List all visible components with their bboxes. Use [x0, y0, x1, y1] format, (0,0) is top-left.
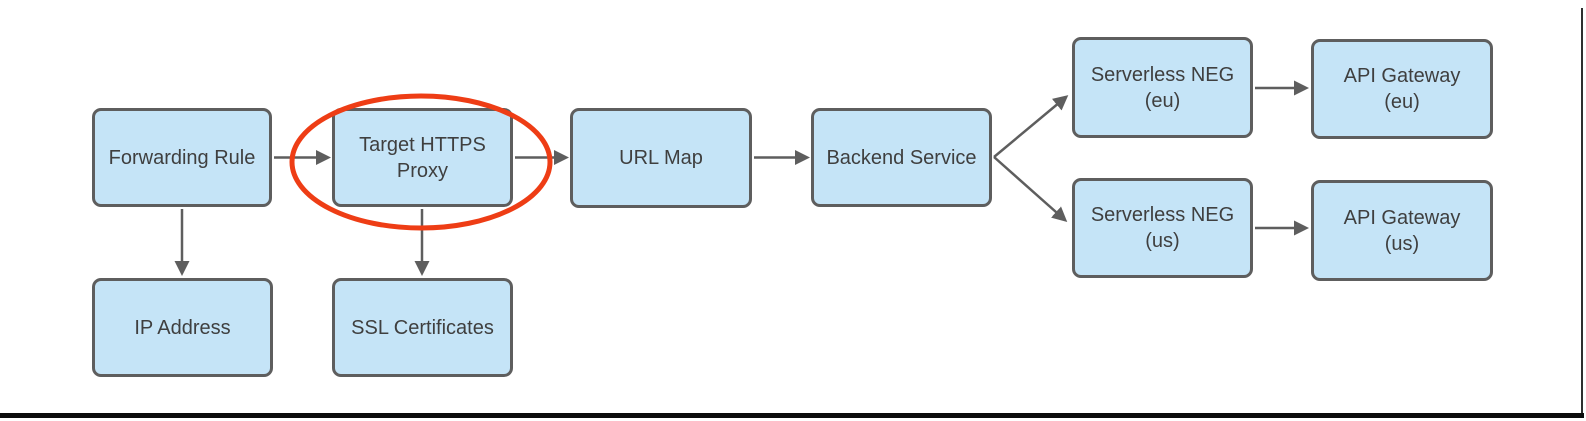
node-target-https-proxy: Target HTTPS Proxy [332, 108, 513, 207]
arrow-backend-service-to-serverless-neg-eu [993, 95, 1069, 158]
node-serverless-neg-eu-label: Serverless NEG (eu) [1090, 63, 1235, 112]
window-bottom-border [0, 413, 1584, 418]
node-ssl-certificates-label: SSL Certificates [351, 316, 494, 339]
node-api-gateway-us-label: API Gateway (us) [1343, 206, 1461, 255]
node-api-gateway-eu-label: API Gateway (eu) [1343, 65, 1461, 113]
arrow-backend-service-to-serverless-neg-us [993, 156, 1068, 222]
node-url-map: URL Map [570, 108, 752, 208]
node-api-gateway-us: API Gateway (us) [1311, 180, 1493, 281]
node-api-gateway-eu: API Gateway (eu) [1311, 39, 1493, 139]
node-backend-service-label: Backend Service [826, 146, 977, 169]
node-serverless-neg-eu: Serverless NEG (eu) [1072, 37, 1253, 138]
node-forwarding-rule: Forwarding Rule [92, 108, 272, 207]
node-forwarding-rule-label: Forwarding Rule [108, 146, 256, 169]
node-ip-address-label: IP Address [134, 316, 231, 339]
node-backend-service: Backend Service [811, 108, 992, 207]
node-serverless-neg-us-label: Serverless NEG (us) [1090, 204, 1235, 252]
node-target-https-proxy-label: Target HTTPS Proxy [359, 133, 486, 182]
node-ssl-certificates: SSL Certificates [332, 278, 513, 377]
window-right-border [1581, 8, 1583, 418]
node-serverless-neg-us: Serverless NEG (us) [1072, 178, 1253, 278]
node-ip-address: IP Address [92, 278, 273, 377]
node-url-map-label: URL Map [619, 147, 703, 169]
